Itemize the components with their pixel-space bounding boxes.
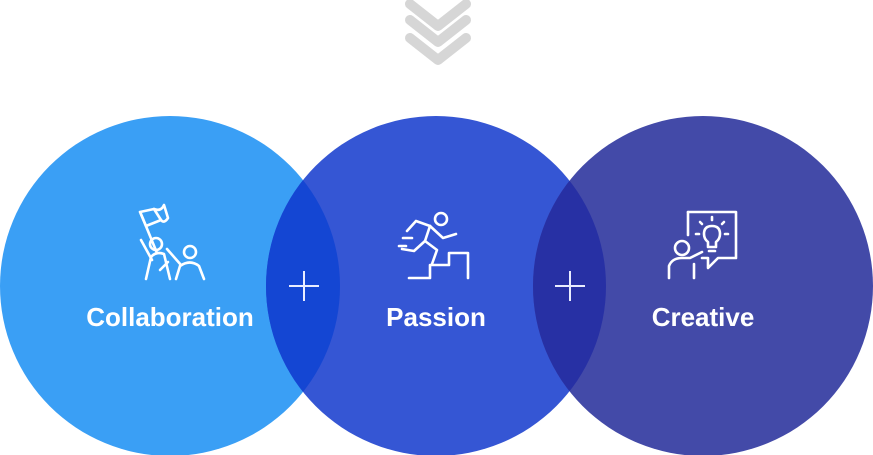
team-flag-icon bbox=[138, 203, 206, 281]
label-collaboration: Collaboration bbox=[86, 302, 254, 332]
double-chevron-down-icon bbox=[405, 0, 471, 65]
plus-icon bbox=[289, 271, 319, 301]
label-creative: Creative bbox=[652, 302, 755, 332]
label-passion: Passion bbox=[386, 302, 486, 332]
presenter-lightbulb-icon bbox=[667, 210, 738, 280]
circle-passion bbox=[266, 116, 606, 455]
plus-icon bbox=[555, 271, 585, 301]
circle-collaboration bbox=[0, 116, 340, 455]
circle-creative bbox=[533, 116, 873, 455]
runner-stairs-icon bbox=[397, 211, 470, 280]
